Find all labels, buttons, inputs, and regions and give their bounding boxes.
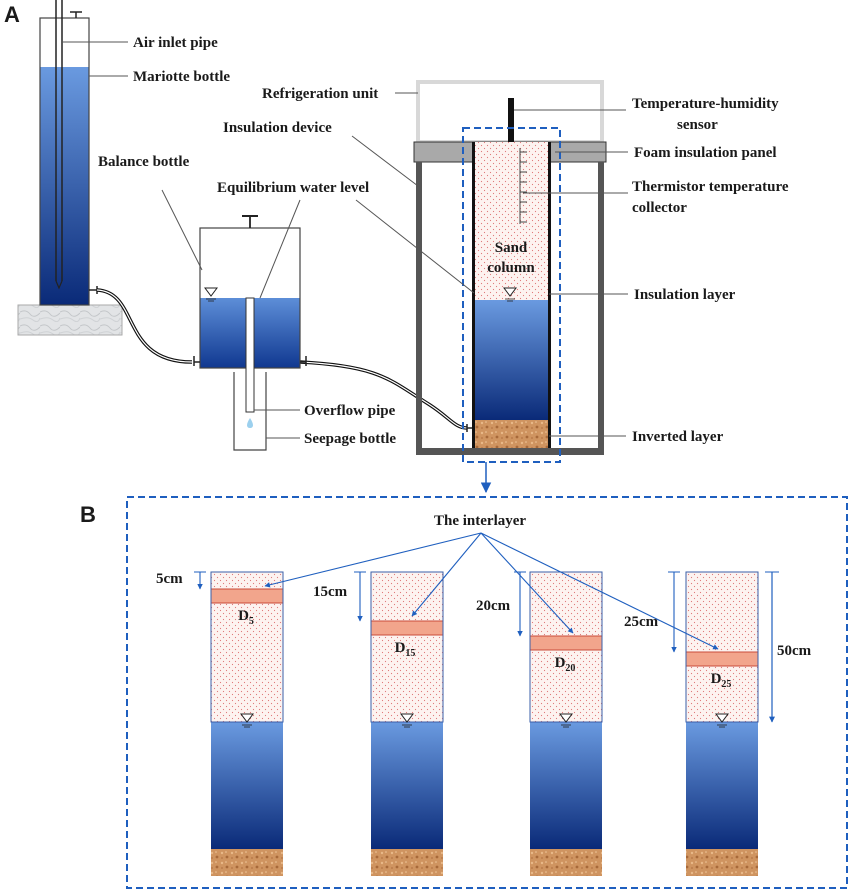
depth-label: 20cm — [476, 598, 511, 614]
water-level-symbol — [559, 713, 573, 723]
sand-column-label-2: column — [487, 260, 535, 276]
interlayer-pointer — [480, 532, 719, 650]
water-section — [686, 722, 758, 849]
sand-column — [466, 142, 551, 448]
mariotte-bottle — [17, 0, 123, 336]
total-depth-dimension — [765, 571, 779, 723]
column-name-sub: 15 — [405, 648, 415, 659]
panel-b-frame — [126, 496, 848, 889]
water-section — [371, 722, 443, 849]
mariotte-base-slab — [17, 304, 123, 336]
column-name-sub: 5 — [249, 616, 254, 627]
label-foam-insulation-panel: Foam insulation panel — [634, 145, 777, 161]
column-name: D5 — [238, 608, 254, 627]
depth-label: 15cm — [313, 584, 348, 600]
label-thermistor-2: collector — [632, 200, 687, 216]
column-name: D15 — [395, 640, 416, 659]
depth-label: 25cm — [624, 614, 659, 630]
label-insulation-device: Insulation device — [223, 120, 332, 136]
label-seepage-bottle: Seepage bottle — [304, 431, 396, 447]
label-refrigeration-unit: Refrigeration unit — [262, 86, 378, 102]
label-overflow-pipe: Overflow pipe — [304, 403, 396, 419]
label-inverted-layer: Inverted layer — [632, 429, 724, 445]
label-mariotte-bottle: Mariotte bottle — [133, 69, 230, 85]
water-level-symbol — [400, 713, 414, 723]
interlayer-band — [529, 635, 603, 651]
column-name-main: D — [238, 608, 249, 624]
water-level-symbol — [240, 713, 254, 723]
interlayer-pointer — [264, 532, 482, 588]
interlayer-band — [370, 620, 444, 636]
balance-bottle — [193, 215, 307, 413]
selection-box — [462, 127, 561, 463]
column-name: D20 — [555, 655, 576, 674]
column-name: D25 — [711, 671, 732, 690]
column-name-sub: 20 — [565, 663, 575, 674]
label-temperature-humidity-2: sensor — [677, 117, 718, 133]
total-depth-label: 50cm — [777, 643, 812, 659]
seepage-bottle — [233, 372, 267, 451]
sand-section — [371, 572, 443, 722]
column-name-main: D — [555, 655, 566, 671]
column-name-sub: 25 — [721, 679, 731, 690]
label-equilibrium-water-level: Equilibrium water level — [217, 180, 369, 196]
panel-b-label: B — [80, 502, 96, 527]
interlayer-pointer — [480, 532, 574, 634]
gravel-section — [211, 849, 283, 876]
label-temperature-humidity-1: Temperature-humidity — [632, 96, 779, 112]
panel-a-label: A — [4, 2, 20, 27]
gravel-section — [686, 849, 758, 876]
column-name-main: D — [711, 671, 722, 687]
label-air-inlet-pipe: Air inlet pipe — [133, 35, 218, 51]
label-insulation-layer: Insulation layer — [634, 287, 736, 303]
gravel-section — [530, 849, 602, 876]
temperature-humidity-sensor — [508, 98, 514, 142]
label-balance-bottle: Balance bottle — [98, 154, 190, 170]
water-section — [530, 722, 602, 849]
water-level-symbol — [715, 713, 729, 723]
depth-label: 5cm — [156, 571, 183, 587]
label-thermistor-1: Thermistor temperature — [632, 179, 789, 195]
interlayer-title: The interlayer — [434, 513, 526, 529]
gravel-section — [371, 849, 443, 876]
sand-column-label-1: Sand — [495, 240, 528, 256]
interlayer-band — [210, 588, 284, 604]
water-section — [211, 722, 283, 849]
interlayer-pointer — [411, 532, 482, 617]
sand-section — [686, 572, 758, 722]
column-name-main: D — [395, 640, 406, 656]
leader-lines-a — [62, 41, 628, 439]
interlayer-band — [685, 651, 759, 667]
